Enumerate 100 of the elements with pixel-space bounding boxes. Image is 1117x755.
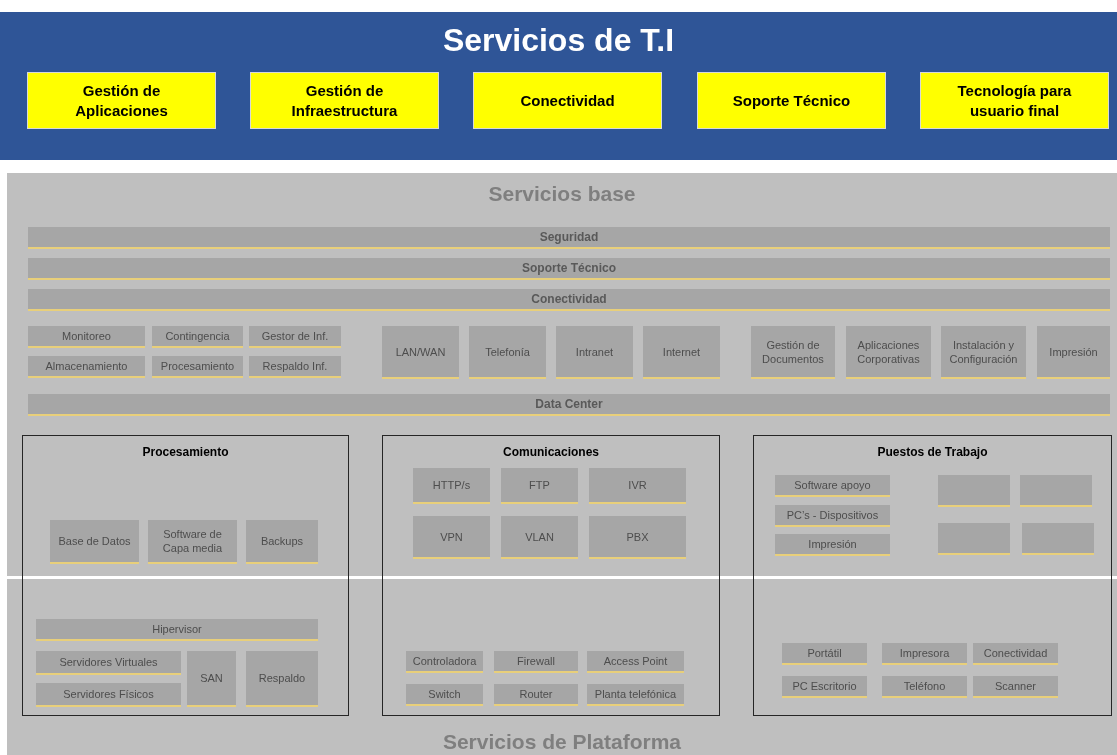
header-title: Servicios de T.I (442, 21, 675, 60)
service-label: Gestión de Infraestructura (290, 80, 399, 121)
service-box (1022, 523, 1094, 555)
service-label: Instalación y Configuración (948, 337, 1019, 366)
service-box (775, 534, 890, 556)
service-label: Intranet (575, 344, 614, 359)
service-box (751, 326, 835, 379)
service-label: Backups (260, 534, 304, 548)
service-label: Impresión (808, 537, 857, 551)
service-label: Software apoyo (794, 478, 871, 492)
service-box (775, 475, 890, 497)
service-box (246, 651, 318, 707)
service-box (413, 516, 490, 559)
service-box (882, 676, 967, 698)
service-label: Controladora (412, 654, 477, 668)
service-label: Conectividad (520, 90, 615, 111)
service-label: SAN (200, 671, 223, 685)
service-box (187, 651, 236, 707)
group-title: Procesamiento (142, 444, 229, 460)
service-label: Portátil (807, 646, 842, 660)
service-label: Monitoreo (62, 329, 111, 343)
group-title: Puestos de Trabajo (877, 444, 988, 460)
service-label: Impresión (1049, 344, 1098, 359)
group-frame (382, 435, 720, 716)
service-box (920, 72, 1109, 129)
service-label: IVR (628, 478, 647, 492)
service-label: Base de Datos (58, 534, 131, 548)
service-label: Firewall (517, 654, 555, 668)
service-bar (28, 258, 1110, 280)
header-band (0, 12, 1117, 160)
service-box (501, 468, 578, 504)
service-box (406, 651, 483, 673)
service-label: VPN (440, 529, 463, 544)
service-label: Respaldo (258, 671, 306, 685)
service-box (589, 468, 686, 504)
service-box (973, 676, 1058, 698)
service-box (494, 651, 578, 673)
service-box (941, 326, 1026, 379)
service-box (643, 326, 720, 379)
group-title: Comunicaciones (503, 444, 599, 460)
service-label: Planta telefónica (594, 687, 677, 701)
service-label: Servidores Virtuales (59, 655, 158, 669)
service-label: Procesamiento (160, 359, 235, 373)
service-box (473, 72, 662, 129)
service-bar (28, 227, 1110, 249)
service-box (587, 651, 684, 673)
service-box (406, 684, 483, 706)
service-box (36, 683, 181, 707)
service-box (152, 326, 243, 348)
service-box (148, 520, 237, 564)
service-label: Soporte Técnico (732, 90, 851, 111)
service-label: Telefonía (485, 344, 530, 359)
section-title: Servicios base (488, 181, 636, 207)
service-label: HTTP/s (432, 478, 471, 492)
service-label: Teléfono (903, 679, 946, 693)
service-label: Router (519, 687, 553, 701)
service-label: Switch (428, 687, 461, 701)
service-box (382, 326, 459, 379)
service-label: Scanner (995, 679, 1036, 693)
service-box (1020, 475, 1092, 507)
service-label: PC’s - Dispositivos (786, 508, 879, 522)
group-frame (753, 435, 1112, 716)
service-label: Contingencia (165, 329, 230, 343)
service-label: FTP (529, 478, 550, 492)
service-box (152, 356, 243, 378)
service-label: Servidores Físicos (63, 687, 154, 701)
service-label: Software de Capa media (161, 527, 224, 555)
service-box (249, 356, 341, 378)
bar-label: Seguridad (539, 230, 599, 244)
group-frame (22, 435, 349, 716)
service-box (469, 326, 546, 379)
bar-label: Data Center (535, 397, 603, 411)
service-box (697, 72, 886, 129)
service-label: PC Escritorio (792, 679, 857, 693)
service-box (882, 643, 967, 665)
service-box (938, 475, 1010, 507)
service-box (938, 523, 1010, 555)
service-label: Respaldo Inf. (262, 359, 328, 373)
service-label: Hipervisor (152, 622, 202, 636)
service-box (27, 72, 216, 129)
service-box (846, 326, 931, 379)
service-box (782, 643, 867, 665)
bar-label: Conectividad (531, 292, 607, 306)
service-bar (28, 394, 1110, 416)
service-label: Tecnología para usuario final (956, 80, 1073, 121)
service-label: Gestión de Aplicaciones (74, 80, 169, 121)
service-box (28, 356, 145, 378)
service-box (782, 676, 867, 698)
service-box (589, 516, 686, 559)
service-box (775, 505, 890, 527)
service-box (28, 326, 145, 348)
service-box (587, 684, 684, 706)
service-box (249, 326, 341, 348)
service-label: Gestión de Documentos (761, 337, 825, 366)
service-label: VLAN (525, 529, 554, 544)
service-bar (28, 289, 1110, 311)
service-label: Impresora (899, 646, 950, 660)
service-box (50, 520, 139, 564)
service-box (250, 72, 439, 129)
service-box (494, 684, 578, 706)
